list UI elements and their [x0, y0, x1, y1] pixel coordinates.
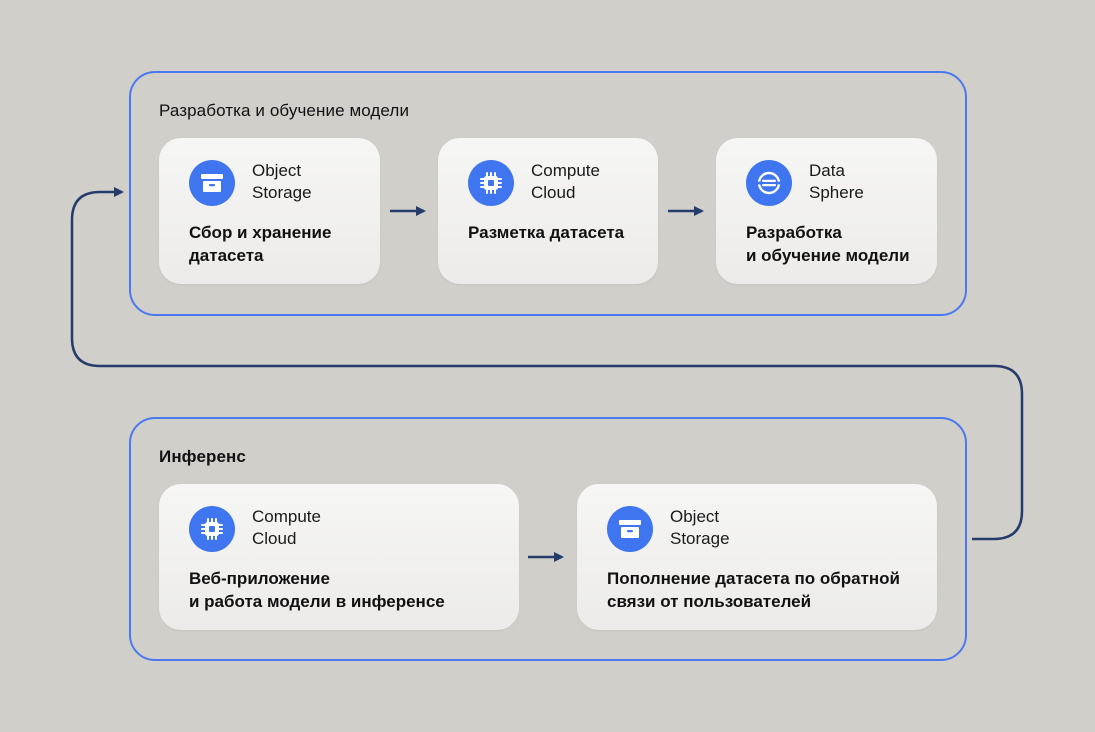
group-inference	[129, 417, 967, 661]
card-description: Веб-приложение и работа модели в инферен…	[189, 569, 445, 611]
service-name: Compute Cloud	[252, 507, 321, 548]
object-storage-icon	[607, 506, 653, 552]
object-storage-icon	[189, 160, 235, 206]
compute-cloud-icon	[189, 506, 235, 552]
compute-cloud-icon	[468, 160, 514, 206]
service-name: Data Sphere	[809, 161, 864, 202]
card-description: Сбор и хранение датасета	[189, 223, 332, 265]
feedback-loop-arrow	[70, 187, 1024, 541]
group-inference-title: Инференс	[159, 447, 246, 466]
service-name: Compute Cloud	[531, 161, 600, 202]
card-compute-cloud-labeling: Compute Cloud Разметка датасета	[438, 138, 658, 284]
group-training	[129, 71, 967, 316]
card-datasphere-training: Data Sphere Разработка и обучение модели	[716, 138, 937, 284]
card-description: Пополнение датасета по обратной связи от…	[607, 569, 900, 611]
datasphere-icon	[746, 160, 792, 206]
card-object-storage-feedback: Object Storage Пополнение датасета по об…	[577, 484, 937, 630]
card-description: Разработка и обучение модели	[746, 223, 910, 265]
group-training-title: Разработка и обучение модели	[159, 101, 410, 120]
card-description: Разметка датасета	[468, 223, 625, 242]
service-name: Object Storage	[670, 507, 730, 548]
card-compute-cloud-webapp: Compute Cloud Веб-приложение и работа мо…	[159, 484, 519, 630]
service-name: Object Storage	[252, 161, 312, 202]
card-object-storage-dataset: Object Storage Сбор и хранение датасета	[159, 138, 380, 284]
